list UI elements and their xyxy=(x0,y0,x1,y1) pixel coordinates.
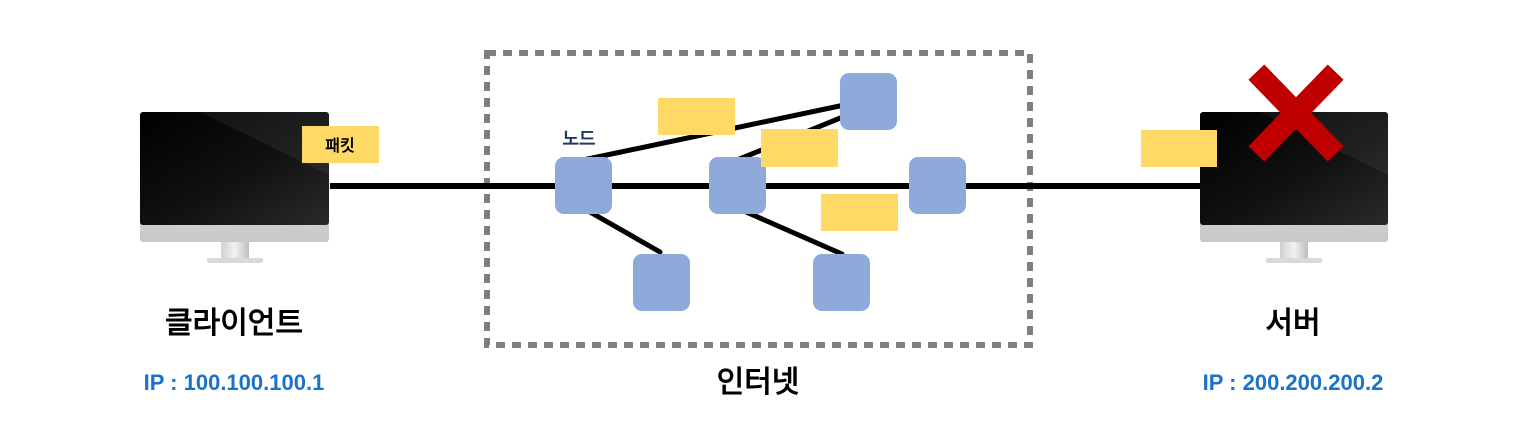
packet-label: 패킷 xyxy=(325,136,354,155)
packet-server xyxy=(1141,130,1217,167)
internet-label: 인터넷 xyxy=(717,365,800,400)
node-label: 노드 xyxy=(562,129,595,150)
server-ip: IP : 200.200.200.2 xyxy=(1203,370,1384,395)
node xyxy=(813,254,870,311)
network-nodes xyxy=(555,73,966,311)
server-label: 서버 xyxy=(1265,306,1320,341)
internet-region-border xyxy=(484,50,1033,348)
client-label: 클라이언트 xyxy=(165,306,303,341)
node xyxy=(633,254,690,311)
x-mark-icon xyxy=(1248,64,1344,162)
node xyxy=(709,157,766,214)
packet xyxy=(821,194,898,231)
server-computer-icon xyxy=(1200,112,1388,263)
node xyxy=(555,157,612,214)
packets xyxy=(302,98,1217,231)
node xyxy=(840,73,897,130)
client-computer-icon xyxy=(140,112,329,263)
client-ip: IP : 100.100.100.1 xyxy=(144,370,325,395)
packet-client xyxy=(302,126,379,163)
packet xyxy=(658,98,735,135)
link-node2-bottom xyxy=(734,205,845,257)
node xyxy=(909,157,966,214)
link-node1-bottom xyxy=(580,205,663,255)
packet xyxy=(761,129,838,167)
